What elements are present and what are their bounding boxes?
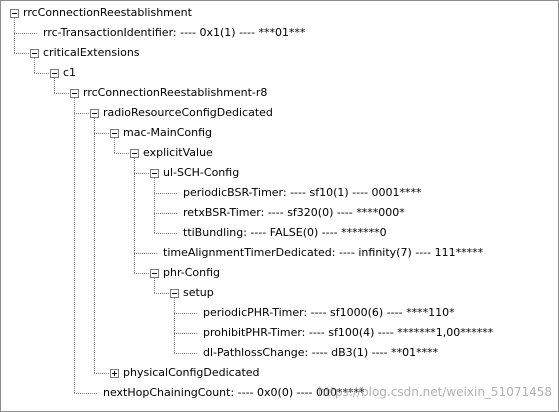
- collapse-toggle-icon[interactable]: [130, 149, 139, 158]
- tree-node-label: dl-PathlossChange: ---- dB3(1) ---- **01…: [203, 346, 439, 359]
- collapse-toggle-icon[interactable]: [170, 289, 179, 298]
- tree-connector-horizontal: [134, 253, 157, 254]
- tree-node-label: phr-Config: [163, 266, 221, 279]
- tree-connector-vertical: [134, 158, 135, 273]
- tree-connector-horizontal: [34, 73, 49, 74]
- tree-connector-vertical: [114, 138, 115, 153]
- tree-connector-vertical: [34, 58, 35, 73]
- tree-node-label: rrc-TransactionIdentifier: ---- 0x1(1) -…: [43, 26, 306, 39]
- tree-connector-horizontal: [174, 333, 197, 334]
- collapse-toggle-icon[interactable]: [150, 169, 159, 178]
- tree-connector-horizontal: [154, 293, 169, 294]
- collapse-toggle-icon[interactable]: [30, 49, 39, 58]
- tree-node-label: setup: [183, 286, 214, 299]
- tree-connector-horizontal: [74, 113, 89, 114]
- tree-connector-vertical: [14, 18, 15, 53]
- tree-node-label: nextHopChainingCount: ---- 0x0(0) ---- 0…: [103, 386, 365, 399]
- expand-toggle-icon[interactable]: [110, 369, 119, 378]
- tree-connector-horizontal: [174, 313, 197, 314]
- tree-connector-horizontal: [74, 393, 97, 394]
- tree-node-label: radioResourceConfigDedicated: [103, 106, 273, 119]
- tree-node-label: c1: [63, 66, 77, 79]
- tree-connector-horizontal: [14, 53, 29, 54]
- tree-connector-horizontal: [154, 193, 177, 194]
- tree-node-label: prohibitPHR-Timer: ---- sf100(4) ---- **…: [203, 326, 494, 339]
- tree-connector-horizontal: [94, 133, 109, 134]
- tree-connector-vertical: [154, 278, 155, 293]
- tree-connector-vertical: [94, 118, 95, 373]
- tree-node-label: periodicPHR-Timer: ---- sf1000(6) ---- *…: [203, 306, 455, 319]
- tree-connector-horizontal: [154, 233, 177, 234]
- tree-connector-horizontal: [134, 173, 149, 174]
- tree-connector-horizontal: [114, 153, 129, 154]
- tree-node-label: periodicBSR-Timer: ---- sf10(1) ---- 000…: [183, 186, 422, 199]
- tree-connector-vertical: [54, 78, 55, 93]
- collapse-toggle-icon[interactable]: [50, 69, 59, 78]
- tree-node-label: timeAlignmentTimerDedicated: ---- infini…: [163, 246, 484, 259]
- collapse-toggle-icon[interactable]: [90, 109, 99, 118]
- collapse-toggle-icon[interactable]: [10, 9, 19, 18]
- tree-node-label: rrcConnectionReestablishment: [23, 6, 192, 19]
- tree-connector-horizontal: [54, 93, 69, 94]
- tree-node-label: rrcConnectionReestablishment-r8: [83, 86, 268, 99]
- watermark: https://blog.csdn.net/weixin_51071458: [317, 385, 552, 399]
- tree-node-label: ttiBundling: ---- FALSE(0) ---- *******0: [183, 226, 387, 239]
- tree-connector-horizontal: [94, 373, 109, 374]
- collapse-toggle-icon[interactable]: [110, 129, 119, 138]
- tree-connector-horizontal: [14, 33, 37, 34]
- tree-node-label: ul-SCH-Config: [163, 166, 240, 179]
- tree-node-label: physicalConfigDedicated: [123, 366, 260, 379]
- tree-connector-vertical: [174, 298, 175, 353]
- collapse-toggle-icon[interactable]: [150, 269, 159, 278]
- tree-connector-horizontal: [154, 213, 177, 214]
- tree-node-label: criticalExtensions: [43, 46, 140, 59]
- tree-connector-vertical: [74, 98, 75, 393]
- tree-connector-horizontal: [174, 353, 197, 354]
- tree-node-label: explicitValue: [143, 146, 213, 159]
- collapse-toggle-icon[interactable]: [70, 89, 79, 98]
- tree-node-label: mac-MainConfig: [123, 126, 213, 139]
- tree-connector-vertical: [154, 178, 155, 233]
- tree-connector-horizontal: [134, 273, 149, 274]
- tree-node-label: retxBSR-Timer: ---- sf320(0) ---- ****00…: [183, 206, 405, 219]
